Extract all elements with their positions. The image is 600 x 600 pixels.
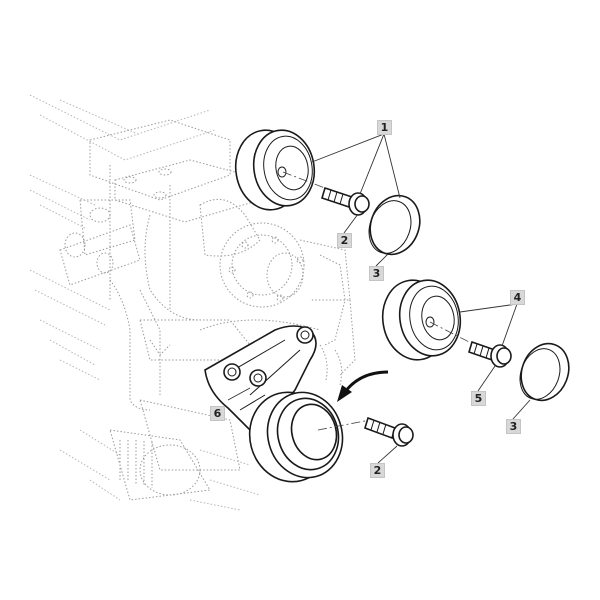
install-arrow	[343, 370, 389, 393]
cap-part-3-lower	[519, 342, 570, 402]
callout-1: 1	[377, 120, 392, 135]
pulley-installed	[248, 391, 344, 483]
cap-part-3-upper	[368, 194, 421, 256]
bolt-part-5	[468, 340, 512, 368]
callout-5: 5	[471, 391, 486, 406]
center-axis-upper	[282, 171, 331, 191]
center-axis-lower	[429, 321, 476, 346]
engine-block-ghost	[29, 94, 356, 511]
center-axis-installed	[317, 419, 371, 431]
bracket-part-6	[204, 325, 317, 431]
bolt-part-2-lower	[364, 416, 414, 447]
pulley-part-1	[234, 129, 316, 211]
callout-3-upper: 3	[369, 266, 384, 281]
pulley-part-4	[381, 279, 462, 361]
leader-lines	[227, 133, 531, 464]
bolt-part-2-upper	[321, 186, 370, 216]
callout-3-lower: 3	[506, 419, 521, 434]
callout-2-upper: 2	[337, 233, 352, 248]
callout-6: 6	[210, 406, 225, 421]
callout-2-lower: 2	[370, 463, 385, 478]
callout-4: 4	[510, 290, 525, 305]
arrow-head-icon	[337, 385, 352, 402]
